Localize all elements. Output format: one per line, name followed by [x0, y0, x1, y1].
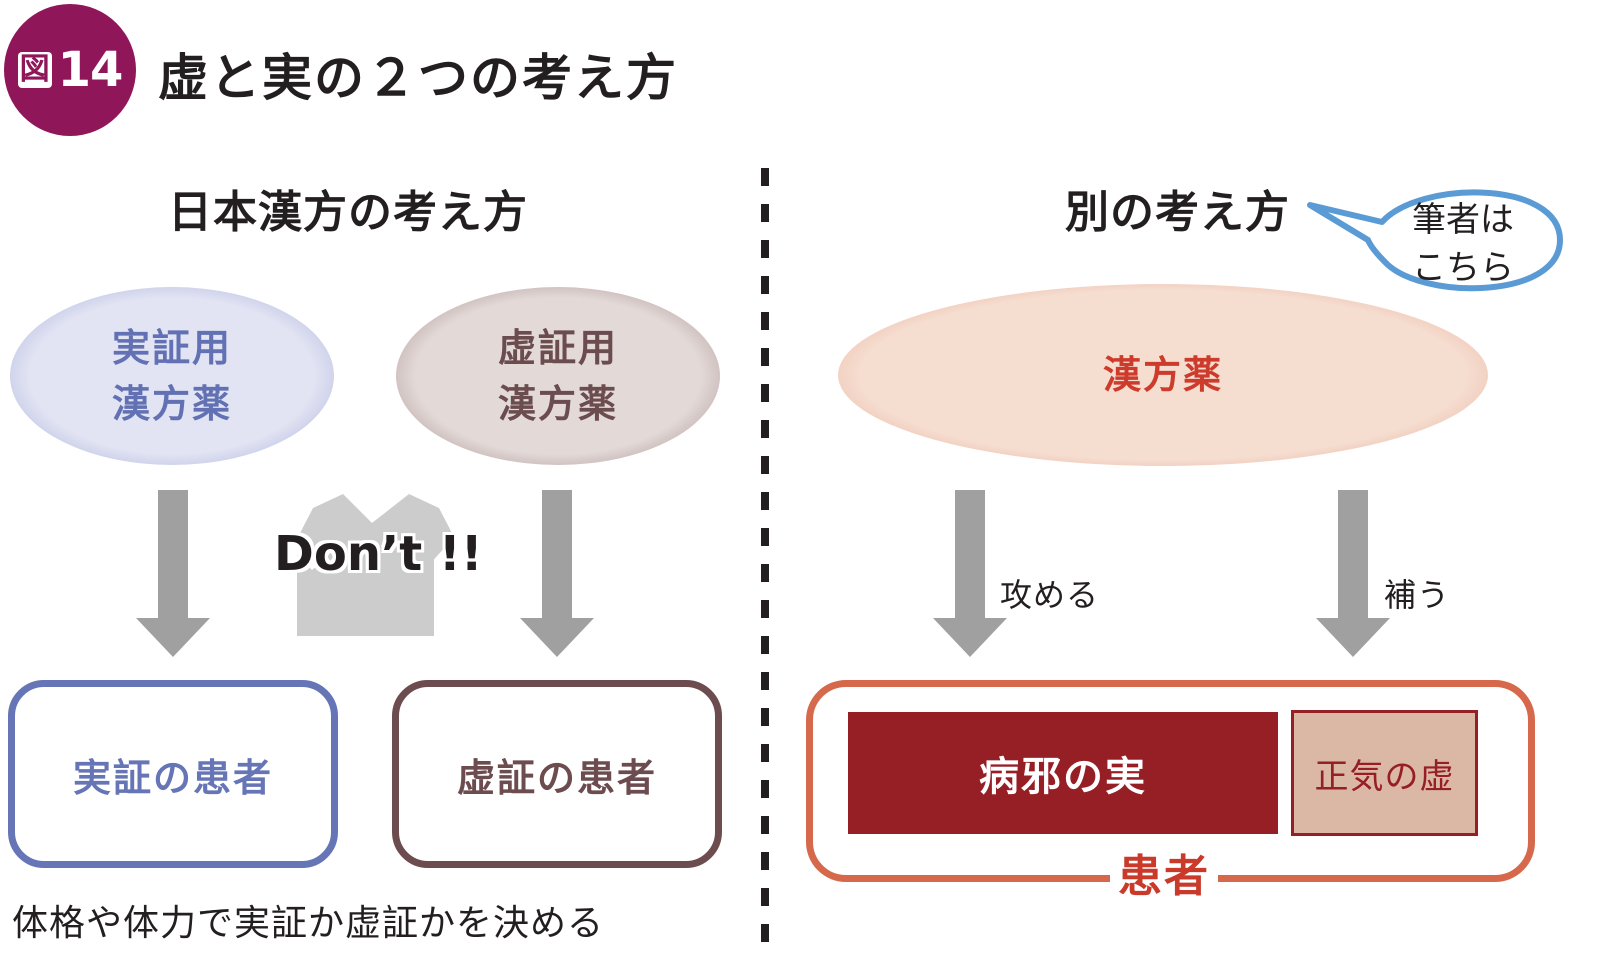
- ellipse-kyo-kampo: 虚証用 漢方薬: [396, 287, 720, 465]
- left-section-title: 日本漢方の考え方: [168, 187, 528, 238]
- ellipse-jitsu-line2: 漢方薬: [111, 382, 232, 426]
- speech-bubble-text: 筆者は こちら: [1404, 196, 1522, 292]
- down-arrow-kyo: [520, 490, 594, 657]
- arrow-label-attack: 攻める: [1000, 576, 1100, 614]
- ellipse-kyo-line1: 虚証用: [497, 326, 618, 370]
- right-section-title: 別の考え方: [1065, 187, 1290, 238]
- speech-bubble-outline: [1307, 189, 1563, 292]
- box-jitsu-label: 実証の患者: [72, 755, 273, 800]
- ellipse-kampo: 漢方薬: [838, 284, 1488, 466]
- arrow-label-supplement: 補う: [1384, 576, 1451, 614]
- figure-badge-number: 14: [57, 42, 124, 98]
- figure-badge: 図 14: [4, 4, 136, 136]
- ellipse-jitsu-line1: 実証用: [111, 326, 232, 370]
- figure-title: 虚と実の２つの考え方: [158, 49, 678, 107]
- speech-bubble-line1: 筆者は: [1412, 200, 1514, 240]
- box-jitsu-patient: 実証の患者: [8, 680, 338, 868]
- ellipse-jitsu-kampo: 実証用 漢方薬: [10, 287, 334, 465]
- down-arrow-supplement: [1316, 490, 1390, 657]
- crossed-arrows-icon: [297, 494, 454, 636]
- ellipse-kyo-line2: 漢方薬: [497, 382, 618, 426]
- block-deficiency-label: 正気の虚: [1314, 756, 1455, 797]
- down-arrow-jitsu: [136, 490, 210, 657]
- box-kyo-patient: 虚証の患者: [392, 680, 722, 868]
- block-deficiency-qi: 正気の虚: [1291, 710, 1478, 836]
- block-excess-pathogen: 病邪の実: [848, 712, 1278, 834]
- cross-arrow-right-to-left: [297, 494, 454, 636]
- figure-badge-kanji: 図: [17, 52, 52, 88]
- box-kyo-label: 虚証の患者: [456, 755, 657, 800]
- ellipse-kampo-label: 漢方薬: [1102, 353, 1223, 397]
- block-excess-label: 病邪の実: [979, 754, 1147, 800]
- patient-label: 患者: [1110, 840, 1218, 904]
- dashed-divider: [761, 168, 769, 948]
- down-arrow-attack: [933, 490, 1007, 657]
- dont-label: Don’t !!: [274, 526, 483, 582]
- left-footnote: 体格や体力で実証か虚証かを決める: [12, 903, 605, 944]
- speech-bubble-line2: こちら: [1412, 248, 1514, 288]
